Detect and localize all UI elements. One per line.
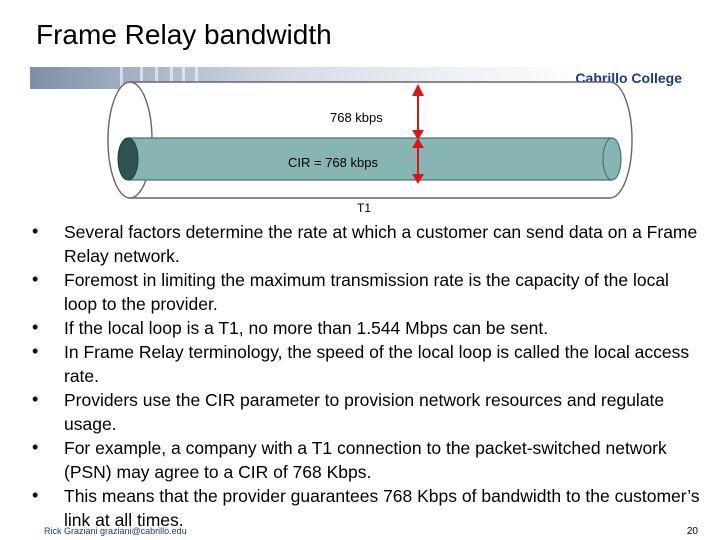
cir-label: CIR = 768 kbps [288,155,378,170]
bullet-item: •Providers use the CIR parameter to prov… [32,389,665,434]
inner-pipe-end [117,137,139,181]
bullet-item: •Several factors determine the rate at w… [32,221,698,266]
cir-arrow [412,138,424,184]
bullet-item: •If the local loop is a T1, no more than… [32,317,549,338]
bullet-list: •Several factors determine the rate at w… [32,220,702,532]
page-number: 20 [686,526,698,537]
bullet-item: •Foremost in limiting the maximum transm… [32,269,669,314]
outer-rate-label: 768 kbps [330,110,383,125]
outer-rate-arrow [412,84,424,140]
bullet-item: •This means that the provider guarantees… [32,485,700,530]
bullet-item: •In Frame Relay terminology, the speed o… [32,341,690,386]
bandwidth-diagram: 768 kbps CIR = 768 kbps T1 [107,81,633,215]
bullet-item: •For example, a company with a T1 connec… [32,437,667,482]
slide-title: Frame Relay bandwidth [36,19,332,50]
inner-pipe [128,138,612,180]
t1-label: T1 [357,201,371,215]
footer-author: Rick Graziani graziani@cabrillo.edu [44,526,187,536]
